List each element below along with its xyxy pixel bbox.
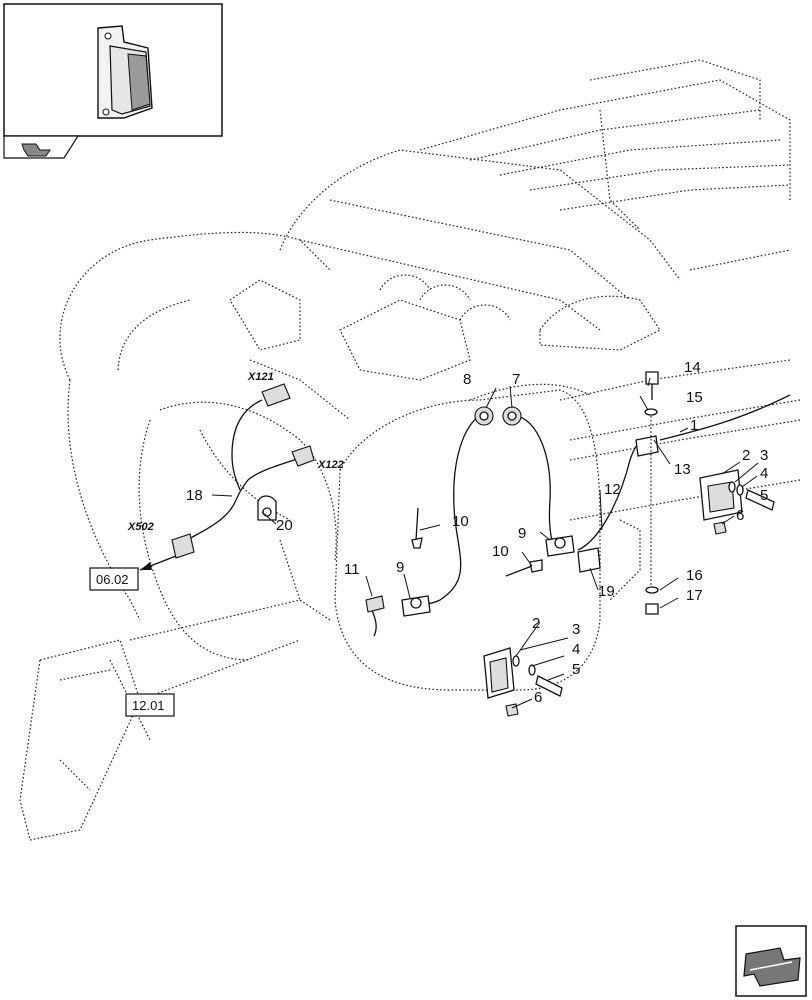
connector-label-x121: X121 (247, 371, 274, 383)
thumbnail-inset (3, 3, 223, 159)
connector-labels: X121 X122 X502 (127, 371, 344, 533)
clamp-9-left (401, 595, 431, 617)
callout-18: 18 (186, 487, 203, 504)
callout-4-lower: 4 (572, 641, 580, 658)
connector-x121-plug (261, 383, 291, 407)
callout-20: 20 (276, 517, 293, 534)
callout-9-right: 9 (518, 525, 526, 542)
callout-12: 12 (604, 481, 621, 498)
leader-lines (211, 377, 771, 709)
callout-19: 19 (598, 583, 615, 600)
nut-6-upper (713, 521, 727, 535)
washer-3-lower (512, 655, 520, 667)
rivet-10-lower (505, 559, 543, 577)
clamp-20 (257, 495, 277, 521)
callouts: 1 2 3 4 5 6 7 8 9 9 10 10 11 12 13 14 15… (186, 359, 768, 706)
callout-2-lower: 2 (532, 615, 540, 632)
washer-15 (644, 408, 658, 416)
connector-label-x122: X122 (317, 459, 344, 471)
connector-label-x502: X502 (127, 521, 154, 533)
callout-5-lower: 5 (572, 661, 580, 678)
baler-body (19, 59, 801, 841)
callout-2-upper: 2 (742, 447, 750, 464)
ref-label-0602: 06.02 (96, 572, 129, 587)
washer-16 (645, 586, 659, 594)
ref-box-1201[interactable]: 12.01 (125, 693, 175, 717)
small-navigation-arrow-icon[interactable] (21, 143, 51, 157)
washer-4-upper (736, 484, 744, 496)
callout-15: 15 (686, 389, 703, 406)
ref-label-1201: 12.01 (132, 698, 165, 713)
callout-16: 16 (686, 567, 703, 584)
callout-5-upper: 5 (760, 487, 768, 504)
callout-4-upper: 4 (760, 465, 768, 482)
clip-19 (577, 547, 601, 573)
rivet-10-upper (411, 507, 423, 549)
navigation-arrow-icon[interactable] (735, 925, 807, 997)
callout-14: 14 (684, 359, 701, 376)
callout-1: 1 (690, 417, 698, 434)
callout-3-upper: 3 (760, 447, 768, 464)
wiring-harness (139, 383, 791, 637)
ref-box-0602[interactable]: 06.02 (89, 567, 139, 591)
callout-10-lower: 10 (492, 543, 509, 560)
bolt-14 (645, 371, 659, 400)
callout-13: 13 (674, 461, 691, 478)
callout-10-upper: 10 (452, 513, 469, 530)
callout-7: 7 (512, 371, 520, 388)
clip-13 (635, 435, 659, 457)
grommet-7 (502, 406, 522, 426)
washer-3-upper (728, 481, 736, 493)
parts (257, 371, 775, 717)
callout-11: 11 (344, 561, 360, 578)
nut-17 (645, 603, 659, 615)
callout-6-upper: 6 (736, 507, 744, 524)
grommet-8 (474, 406, 494, 426)
callout-8: 8 (463, 371, 471, 388)
reflector-lower (483, 647, 515, 699)
washer-4-lower (528, 664, 536, 676)
callout-9-left: 9 (396, 559, 404, 576)
connector-x122-plug (291, 445, 315, 467)
callout-3-lower: 3 (572, 621, 580, 638)
clamp-9-right (545, 535, 575, 557)
callout-6-lower: 6 (534, 689, 542, 706)
connector-x502-plug (171, 533, 195, 559)
reflector-thumbnail-icon (97, 25, 153, 119)
clamp-11 (365, 595, 385, 613)
screw-5-lower (535, 675, 563, 697)
callout-17: 17 (686, 587, 703, 604)
